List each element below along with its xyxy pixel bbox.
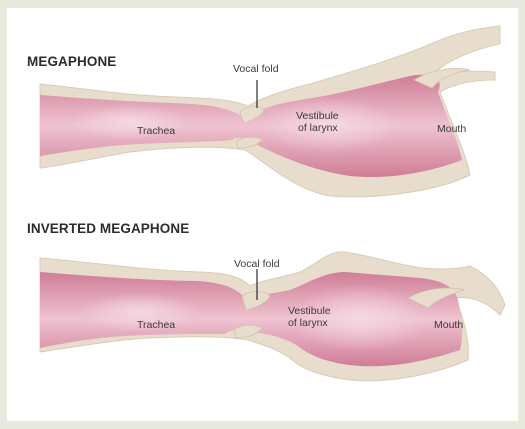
megaphone-mouth-label: Mouth <box>437 123 466 135</box>
megaphone-vocal-fold-label: Vocal fold <box>233 63 279 75</box>
inverted-megaphone-mouth-label: Mouth <box>434 319 463 331</box>
megaphone-title: MEGAPHONE <box>27 54 116 69</box>
inverted-megaphone-diagram: INVERTED MEGAPHONE Vocal fold Trachea Ve… <box>27 221 505 381</box>
inverted-megaphone-vestibule-label-1: Vestibule <box>288 305 331 317</box>
inverted-megaphone-vestibule-label-2: of larynx <box>288 317 328 329</box>
inverted-megaphone-trachea-label: Trachea <box>137 319 175 331</box>
inverted-megaphone-title: INVERTED MEGAPHONE <box>27 221 189 236</box>
megaphone-vestibule-label-2: of larynx <box>298 122 338 134</box>
inverted-megaphone-vocal-fold-label: Vocal fold <box>234 258 280 270</box>
megaphone-vestibule-label-1: Vestibule <box>296 110 339 122</box>
megaphone-diagram: MEGAPHONE Vocal fold Trachea Vestibule o… <box>27 26 500 197</box>
megaphone-trachea-label: Trachea <box>137 125 175 137</box>
